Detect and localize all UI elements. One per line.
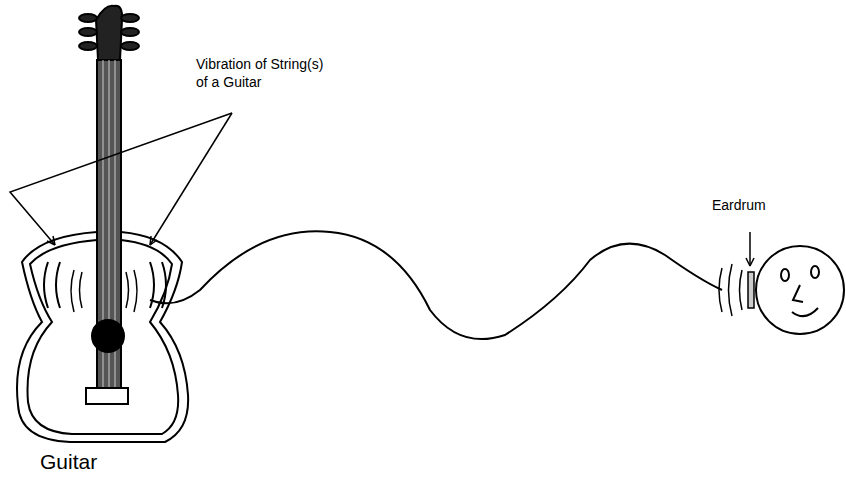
ear-vibration: [719, 232, 754, 316]
part-label: Guitar: [40, 448, 160, 475]
sound-wave: [150, 231, 722, 339]
part-label: Eardrum: [712, 196, 802, 214]
callout-label: Vibration of String(s) of a Guitar: [196, 55, 326, 91]
listener-face: [756, 246, 844, 334]
leader-lines: [10, 113, 232, 245]
